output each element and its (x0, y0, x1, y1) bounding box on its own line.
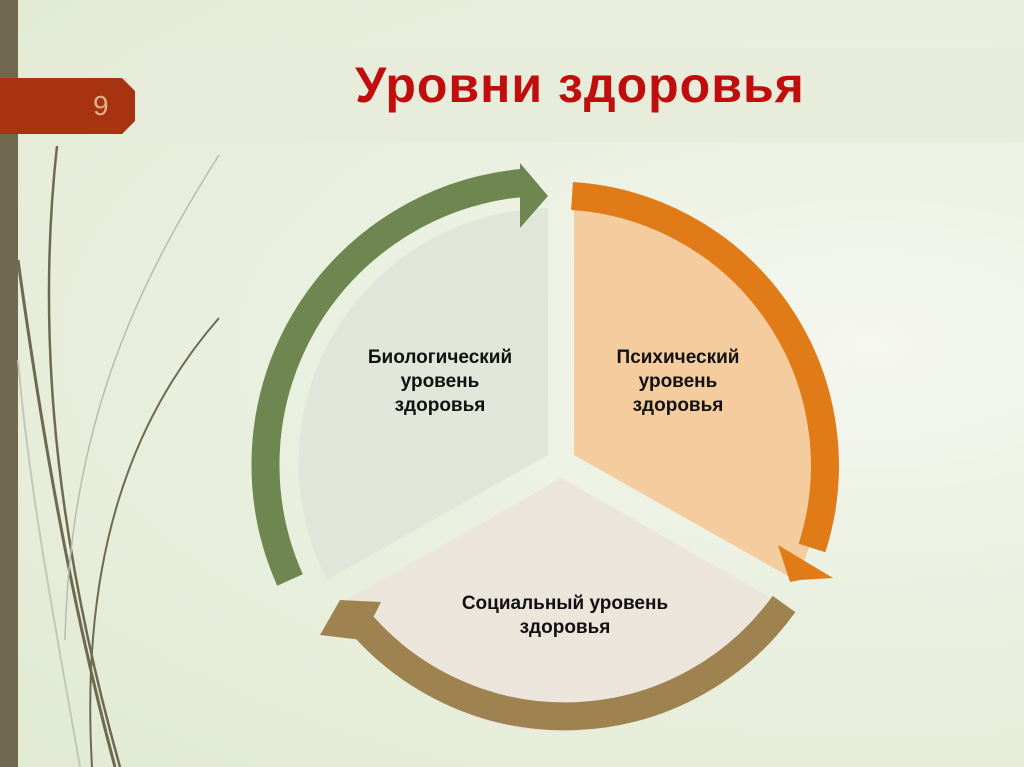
title-band (135, 48, 1024, 143)
arrow-biological (251, 163, 548, 586)
sector-biological (298, 208, 548, 580)
label-line: уровень (400, 371, 480, 392)
label-line: здоровья (632, 395, 724, 416)
slide-number: 9 (93, 90, 109, 121)
slide-number-tab (0, 78, 135, 134)
sector-social (340, 478, 782, 732)
label-psychic: Психический уровень здоровья (578, 346, 778, 418)
page-title: Уровни здоровья (355, 57, 805, 113)
label-social: Социальный уровень здоровья (420, 592, 710, 640)
label-line: здоровья (519, 617, 611, 638)
label-line: Биологический (367, 347, 513, 368)
label-line: здоровья (394, 395, 486, 416)
arrow-social (320, 595, 796, 731)
left-accent-bar (0, 0, 18, 767)
grass-decoration (16, 145, 220, 767)
label-biological: Биологический уровень здоровья (340, 346, 540, 418)
arrow-psychic (571, 182, 839, 582)
label-line: Социальный уровень (461, 593, 669, 614)
label-line: уровень (638, 371, 718, 392)
label-line: Психический (616, 347, 740, 368)
